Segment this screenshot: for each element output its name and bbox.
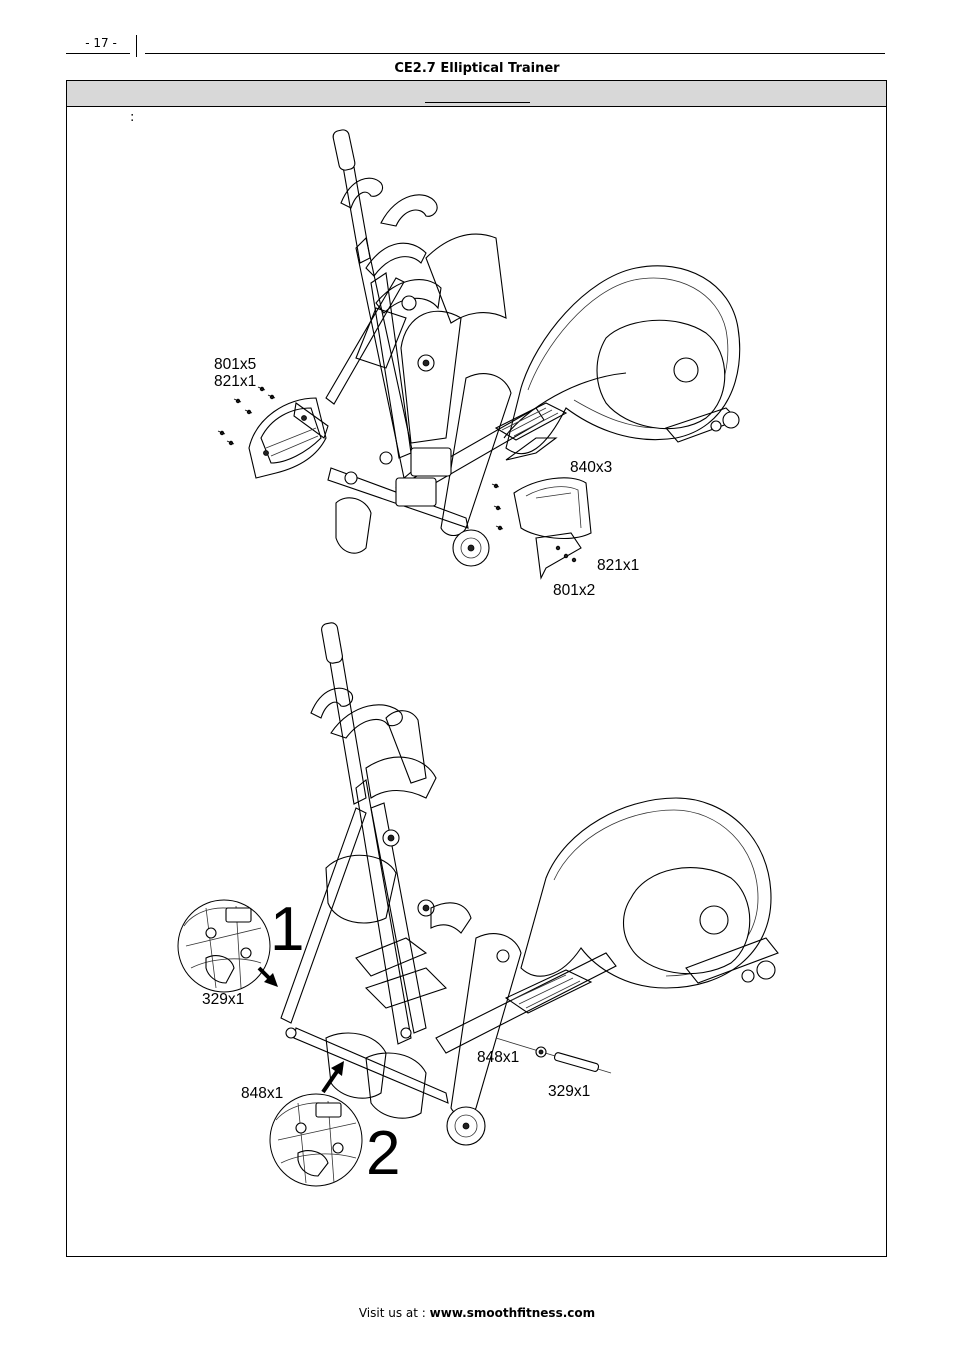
footer: Visit us at : www.smoothfitness.com: [0, 1306, 954, 1320]
header-divider: [136, 35, 137, 57]
label-821x1-right: 821x1: [597, 557, 639, 574]
step-heading-bar: [67, 81, 886, 107]
footer-url-link[interactable]: www.smoothfitness.com: [429, 1306, 596, 1320]
page-number-rule: [66, 53, 130, 54]
label-329x1-right: 329x1: [548, 1083, 590, 1100]
content-frame: [66, 80, 887, 1257]
bottom-assembly-illustration: 1 2 329x1 848x1 848x1 329x1: [177, 622, 779, 1188]
page-number: - 17 -: [85, 36, 117, 50]
header-rule: [145, 53, 885, 54]
detail-circle-one: [177, 899, 271, 993]
label-329x1-left: 329x1: [202, 991, 244, 1008]
detail-circle-two: [269, 1093, 363, 1187]
label-848x1-left: 848x1: [241, 1085, 283, 1102]
document-title: CE2.7 Elliptical Trainer: [394, 61, 560, 76]
arrow-step-two: [321, 1061, 344, 1094]
footer-prefix: Visit us at :: [358, 1306, 430, 1320]
arrow-step-one: [257, 966, 278, 987]
label-801x2: 801x2: [553, 582, 595, 599]
step-number-one: 1: [270, 895, 304, 964]
step-number-two: 2: [366, 1119, 400, 1188]
label-840x3: 840x3: [570, 459, 612, 476]
step-heading-underline: [425, 102, 530, 103]
label-848x1-right: 848x1: [477, 1049, 519, 1066]
assembly-diagrams: 801x5 821x1 840x3 821x1 801x2: [177, 129, 779, 1188]
label-801x5: 801x5: [214, 356, 256, 373]
top-assembly-illustration: 801x5 821x1 840x3 821x1 801x2: [214, 129, 741, 599]
label-821x1-left: 821x1: [214, 373, 256, 390]
instruction-colon: :: [130, 110, 135, 125]
